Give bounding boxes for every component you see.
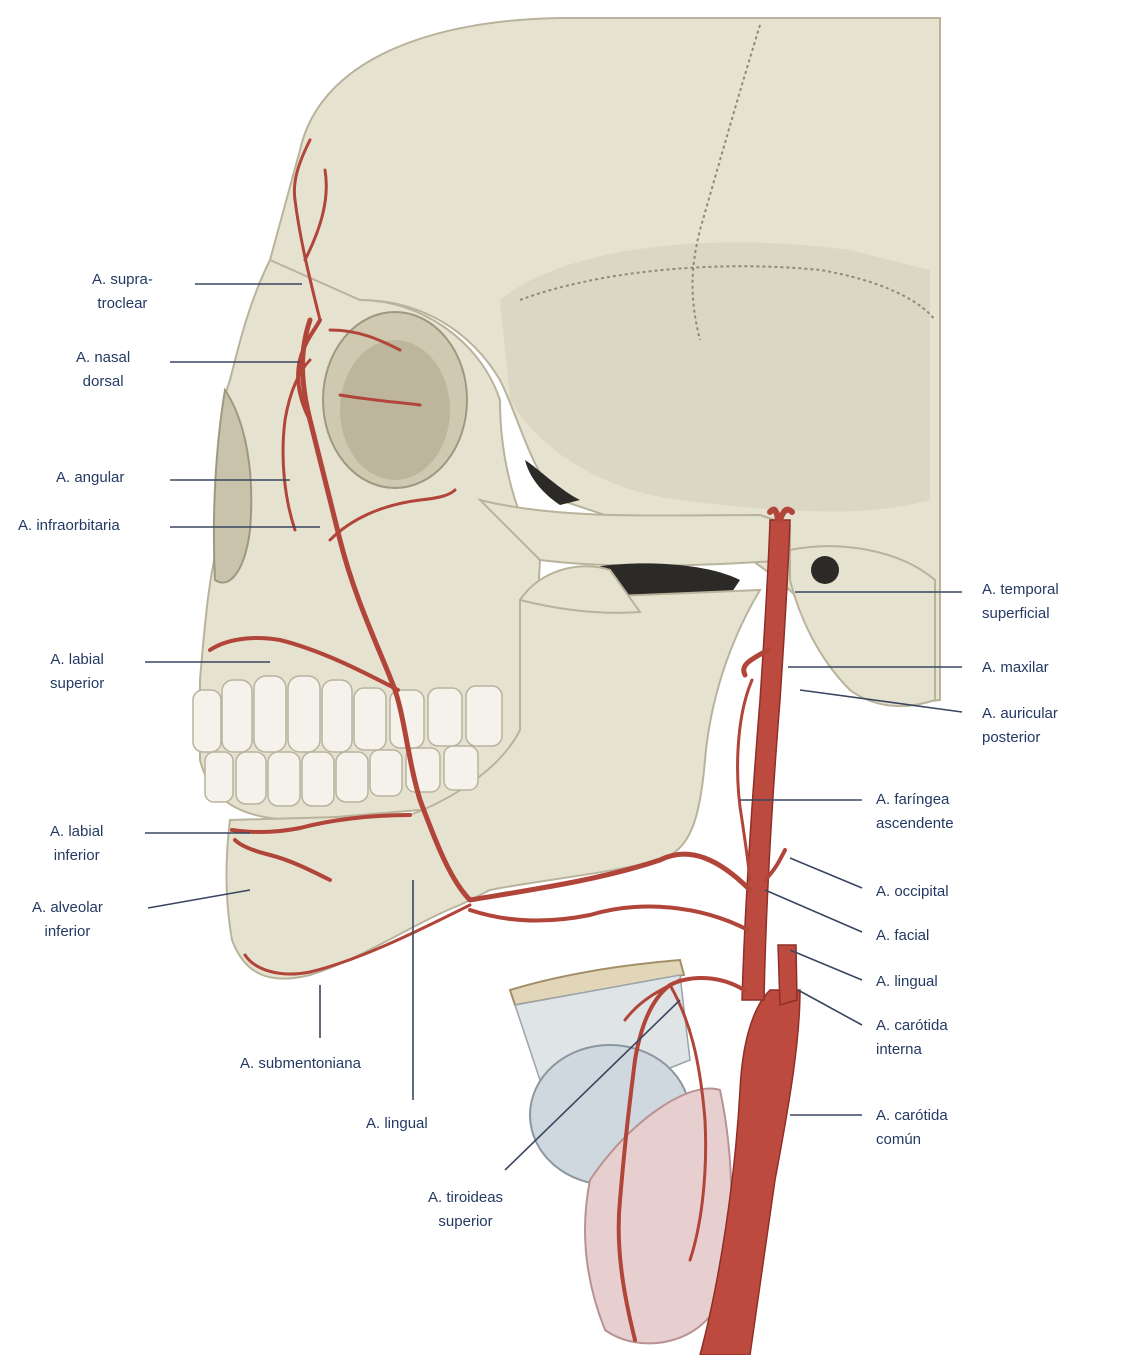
label-facial-artery: A. facial xyxy=(876,927,930,944)
label-maxillary-artery: A. maxilar xyxy=(982,659,1049,676)
temporal-fossa xyxy=(500,242,930,512)
superior-labial-artery xyxy=(208,636,400,692)
label-angular-artery: A. angular xyxy=(56,469,125,486)
common-carotid-artery xyxy=(699,989,801,1355)
label-supratrochlear-artery: A. supra-troclear xyxy=(92,271,153,312)
label-lingual-artery-bottom: A. lingual xyxy=(366,1115,428,1132)
supraorbital-branch xyxy=(328,328,422,407)
external-carotid-artery xyxy=(741,519,791,1001)
submental-artery xyxy=(243,903,472,976)
coronal-suture xyxy=(691,24,761,341)
infraorbital-artery xyxy=(328,488,457,542)
facial-artery xyxy=(300,317,753,903)
occipital-artery xyxy=(763,848,787,882)
maxillary-artery xyxy=(741,647,771,678)
internal-carotid-artery xyxy=(777,944,798,1006)
nasal-aperture xyxy=(212,387,253,584)
coronoid-process xyxy=(518,565,642,614)
lower-teeth xyxy=(204,745,479,807)
ascending-pharyngeal-artery xyxy=(736,678,754,882)
angular-artery xyxy=(296,318,322,422)
mastoid-process xyxy=(789,545,936,707)
label-infraorbital-artery: A. infraorbitaria xyxy=(18,517,120,534)
upper-teeth xyxy=(192,675,503,753)
label-submental-artery: A. submentoniana xyxy=(240,1055,361,1072)
external-acoustic-meatus xyxy=(811,556,839,584)
lingual-artery xyxy=(468,904,750,932)
squamous-suture xyxy=(519,265,936,321)
orbit-depth xyxy=(340,340,450,480)
mandible xyxy=(225,588,762,980)
orbital-fissure xyxy=(525,460,580,505)
inferior-labial-artery xyxy=(230,813,412,834)
superior-thyroid-branch xyxy=(668,983,708,1262)
arterial-tree xyxy=(208,138,801,1355)
superior-laryngeal-branch xyxy=(623,978,682,1022)
superficial-temporal-artery xyxy=(767,506,795,523)
label-occipital-artery: A. occipital xyxy=(876,883,949,900)
label-lingual-artery-right: A. lingual xyxy=(876,973,938,990)
supratrochlear-artery xyxy=(292,138,328,322)
inferior-alveolar-artery xyxy=(233,838,332,882)
leader-lines xyxy=(145,283,963,1171)
dorsal-nasal-artery xyxy=(281,358,312,532)
